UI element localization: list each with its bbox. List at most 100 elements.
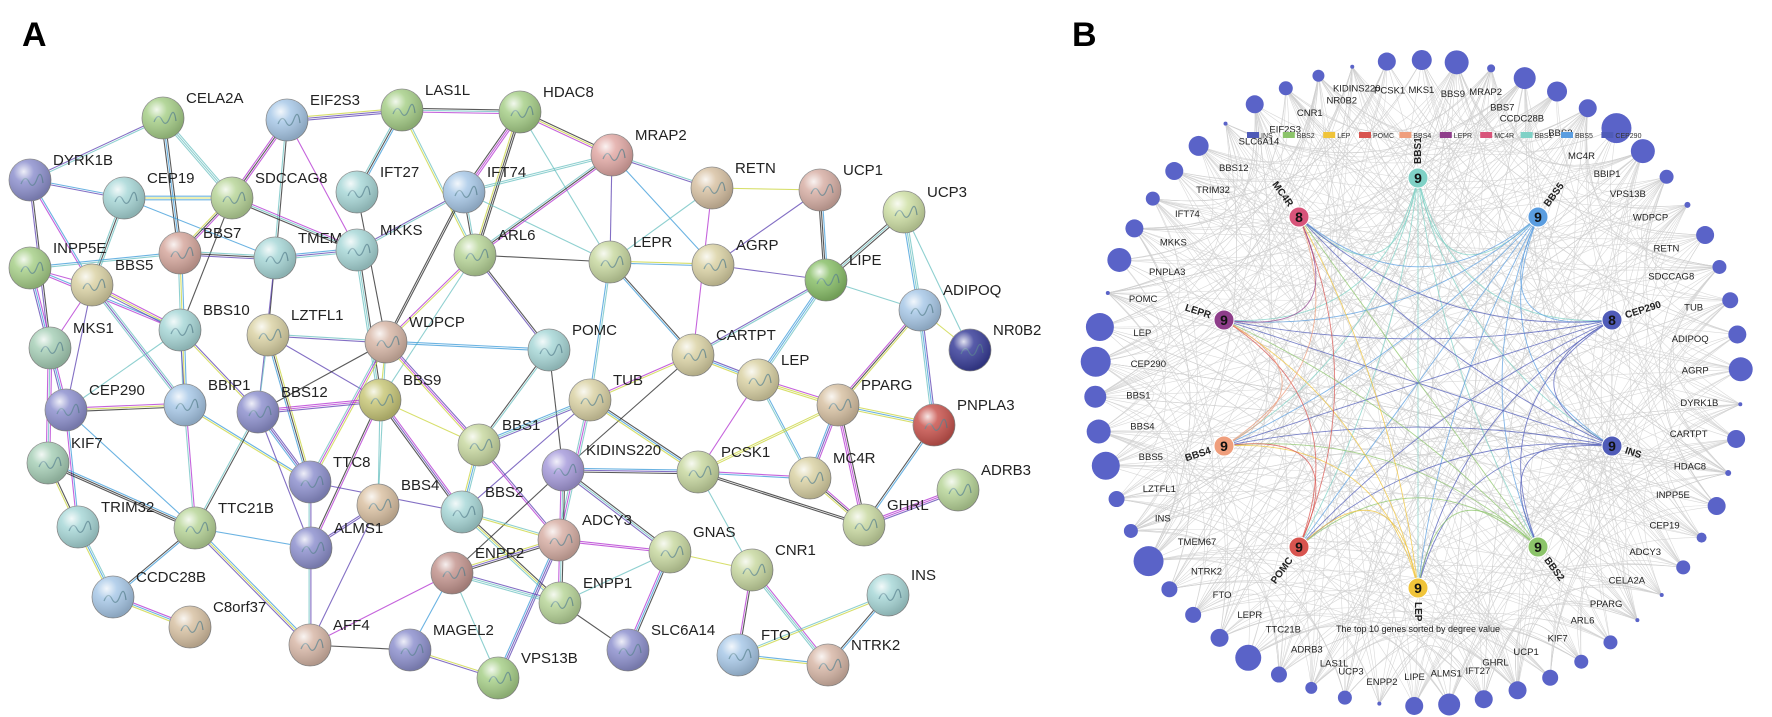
node-bbs9[interactable]: BBS9 — [358, 372, 441, 422]
outer-node-bbs4[interactable]: BBS4 — [1086, 419, 1155, 444]
node-ucp3[interactable]: UCP3 — [882, 184, 967, 234]
node-lepr[interactable]: LEPR — [588, 234, 672, 284]
outer-node-alms1[interactable]: ALMS1 — [1431, 669, 1462, 716]
outer-node-bbs7[interactable]: BBS7 — [1490, 67, 1536, 113]
node-alms1[interactable]: ALMS1 — [289, 520, 383, 570]
node-ccdc28b[interactable]: CCDC28B — [91, 569, 206, 619]
outer-node-lipe[interactable]: LIPE — [1404, 672, 1425, 715]
outer-node-ins[interactable]: INS — [1123, 514, 1171, 538]
node-agrp[interactable]: AGRP — [691, 237, 779, 287]
outer-node-nr0b2[interactable]: NR0B2 — [1312, 69, 1357, 107]
node-mrap2[interactable]: MRAP2 — [590, 127, 687, 177]
node-pparg[interactable]: PPARG — [816, 377, 912, 427]
outer-node-kif7[interactable]: KIF7 — [1548, 633, 1589, 669]
node-aff4[interactable]: AFF4 — [288, 617, 370, 667]
outer-node-agrp[interactable]: AGRP — [1682, 357, 1753, 382]
outer-node-pomc[interactable]: POMC — [1105, 290, 1158, 305]
outer-node-ccdc28b[interactable]: CCDC28B — [1500, 81, 1568, 125]
node-ghrl[interactable]: GHRL — [842, 497, 929, 547]
outer-node-wdpcp[interactable]: WDPCP — [1633, 201, 1691, 224]
outer-node-ift74[interactable]: IFT74 — [1145, 191, 1200, 220]
node-adrb3[interactable]: ADRB3 — [936, 462, 1031, 512]
node-adipoq[interactable]: ADIPOQ — [898, 282, 1001, 332]
outer-node-lztfl1[interactable]: LZTFL1 — [1108, 484, 1176, 508]
node-vps13b[interactable]: VPS13B — [476, 650, 578, 700]
outer-node-inpp5e[interactable]: INPP5E — [1656, 490, 1726, 516]
outer-node-lepr[interactable]: LEPR — [1210, 610, 1263, 647]
node-sdccag8[interactable]: SDCCAG8 — [210, 170, 328, 220]
node-pomc[interactable]: POMC — [527, 322, 617, 372]
outer-node-cep290[interactable]: CEP290 — [1080, 346, 1166, 377]
outer-node-trim32[interactable]: TRIM32 — [1165, 162, 1230, 196]
node-ntrk2[interactable]: NTRK2 — [806, 637, 900, 687]
node-bbs10[interactable]: BBS10 — [158, 302, 250, 352]
outer-node-bbs9[interactable]: BBS9 — [1441, 50, 1469, 100]
outer-node-pnpla3[interactable]: PNPLA3 — [1107, 247, 1185, 278]
outer-node-las1l[interactable]: LAS1L — [1305, 658, 1348, 694]
outer-node-adipoq[interactable]: ADIPOQ — [1672, 325, 1747, 345]
node-bbs1[interactable]: BBS1 — [457, 417, 540, 467]
node-ins[interactable]: INS — [866, 567, 936, 617]
outer-node-bbs1[interactable]: BBS1 — [1084, 385, 1151, 408]
node-lztfl1[interactable]: LZTFL1 — [246, 307, 344, 357]
node-adcy3[interactable]: ADCY3 — [537, 512, 632, 562]
node-enpp1[interactable]: ENPP1 — [538, 575, 632, 625]
outer-node-cep19[interactable]: CEP19 — [1650, 521, 1707, 543]
outer-node-fto[interactable]: FTO — [1185, 590, 1231, 623]
outer-node-mkks[interactable]: MKKS — [1125, 219, 1187, 248]
node-cep290[interactable]: CEP290 — [44, 382, 145, 432]
node-ift74[interactable]: IFT74 — [442, 164, 526, 214]
node-tub[interactable]: TUB — [568, 372, 643, 422]
node-kidins220[interactable]: KIDINS220 — [541, 442, 661, 492]
outer-node-tub[interactable]: TUB — [1684, 292, 1739, 313]
node-fto[interactable]: FTO — [716, 627, 791, 677]
outer-node-ucp3[interactable]: UCP3 — [1337, 666, 1364, 705]
outer-node-cela2a[interactable]: CELA2A — [1609, 576, 1664, 597]
node-eif2s3[interactable]: EIF2S3 — [265, 92, 360, 142]
node-nr0b2[interactable]: NR0B2 — [948, 322, 1041, 372]
outer-node-adrb3[interactable]: ADRB3 — [1270, 644, 1323, 683]
node-lipe[interactable]: LIPE — [804, 252, 882, 302]
outer-node-enpp2[interactable]: ENPP2 — [1366, 677, 1398, 706]
node-wdpcp[interactable]: WDPCP — [364, 314, 465, 364]
node-mks1[interactable]: MKS1 — [28, 320, 114, 370]
outer-node-bbs2[interactable]: BBS2 — [1548, 99, 1597, 139]
node-ttc21b[interactable]: TTC21B — [173, 500, 274, 550]
node-bbs4[interactable]: BBS4 — [356, 477, 439, 527]
node-slc6a14[interactable]: SLC6A14 — [606, 622, 715, 672]
outer-node-lep[interactable]: LEP — [1085, 313, 1151, 342]
node-bbip1[interactable]: BBIP1 — [163, 377, 251, 427]
node-bbs12[interactable]: BBS12 — [236, 384, 328, 434]
node-hdac8[interactable]: HDAC8 — [498, 84, 594, 134]
node-lep[interactable]: LEP — [736, 352, 809, 402]
outer-node-tmem67[interactable]: TMEM67 — [1133, 537, 1217, 577]
outer-node-sdccag8[interactable]: SDCCAG8 — [1648, 259, 1727, 283]
outer-node-bbs12[interactable]: BBS12 — [1188, 135, 1249, 174]
node-bbs7[interactable]: BBS7 — [158, 225, 241, 275]
node-dyrk1b[interactable]: DYRK1B — [8, 152, 113, 202]
outer-node-bbs5[interactable]: BBS5 — [1091, 451, 1163, 480]
node-mc4r[interactable]: MC4R — [788, 450, 876, 500]
node-cnr1[interactable]: CNR1 — [730, 542, 816, 592]
outer-node-slc6a14[interactable]: SLC6A14 — [1223, 121, 1280, 148]
outer-node-dyrk1b[interactable]: DYRK1B — [1680, 398, 1743, 409]
node-bbs2[interactable]: BBS2 — [440, 484, 523, 534]
outer-node-ntrk2[interactable]: NTRK2 — [1161, 566, 1222, 598]
outer-node-cartpt[interactable]: CARTPT — [1670, 429, 1746, 448]
outer-node-ucp1[interactable]: UCP1 — [1513, 647, 1559, 686]
outer-node-retn[interactable]: RETN — [1653, 226, 1715, 254]
node-arl6[interactable]: ARL6 — [453, 227, 536, 277]
node-cartpt[interactable]: CARTPT — [671, 327, 776, 377]
outer-node-cnr1[interactable]: CNR1 — [1278, 81, 1323, 119]
node-retn[interactable]: RETN — [690, 160, 776, 210]
node-magel2[interactable]: MAGEL2 — [388, 622, 494, 672]
outer-node-hdac8[interactable]: HDAC8 — [1674, 462, 1732, 477]
node-pcsk1[interactable]: PCSK1 — [676, 444, 770, 494]
node-inpp5e[interactable]: INPP5E — [8, 240, 106, 290]
node-kif7[interactable]: KIF7 — [26, 435, 103, 485]
node-gnas[interactable]: GNAS — [648, 524, 736, 574]
node-ttc8[interactable]: TTC8 — [288, 454, 371, 504]
